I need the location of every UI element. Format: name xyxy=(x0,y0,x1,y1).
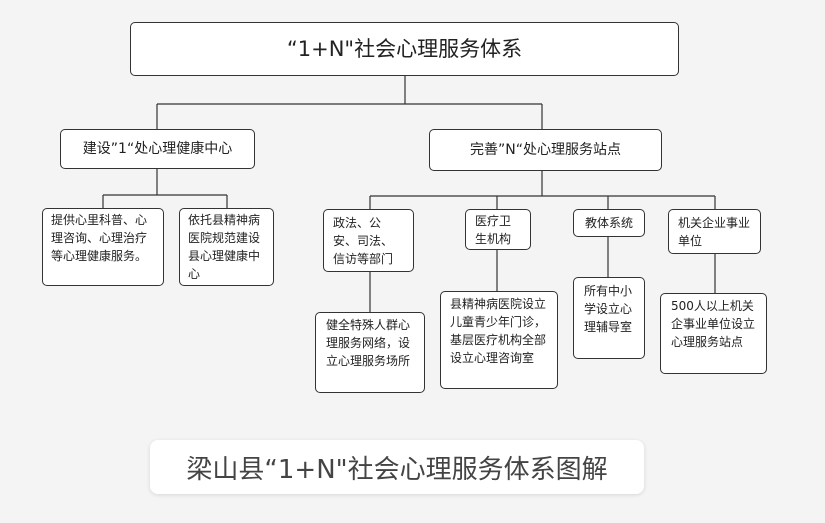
child-node-political-legal: 政法、公安、司法、信访等部门 xyxy=(323,209,414,272)
caption-text: 梁山县“1+N"社会心理服务体系图解 xyxy=(186,454,608,485)
detail-node-service-station: 500人以上机关企事业单位设立心理服务站点 xyxy=(660,293,767,374)
root-label: “1+N"社会心理服务体系 xyxy=(286,37,523,61)
child-label: 教体系统 xyxy=(584,216,633,230)
caption-card: 梁山县“1+N"社会心理服务体系图解 xyxy=(150,440,644,494)
child-label: 依托县精神病医院规范建设县心理健康中心 xyxy=(188,213,261,281)
branch-label: 完善”N“处心理服务站点 xyxy=(470,142,621,158)
child-label: 提供心里科普、心理咨询、心理治疗等心理健康服务。 xyxy=(51,213,148,263)
child-node-education: 教体系统 xyxy=(573,209,645,237)
child-label: 政法、公安、司法、信访等部门 xyxy=(333,216,394,266)
child-node-institutions: 机关企业事业单位 xyxy=(668,209,761,254)
branch-node-stations: 完善”N“处心理服务站点 xyxy=(429,129,662,171)
root-node: “1+N"社会心理服务体系 xyxy=(130,22,679,76)
branch-label: 建设”1“处心理健康中心 xyxy=(82,141,233,157)
detail-node-youth-clinic: 县精神病医院设立儿童青少年门诊，基层医疗机构全部设立心理咨询室 xyxy=(440,291,558,389)
child-node-hospital-center: 依托县精神病医院规范建设县心理健康中心 xyxy=(179,208,274,286)
detail-label: 500人以上机关企事业单位设立心理服务站点 xyxy=(671,299,756,349)
child-label: 机关企业事业单位 xyxy=(678,216,751,248)
detail-node-counseling-room: 所有中小学设立心理辅导室 xyxy=(573,277,645,359)
detail-label: 县精神病医院设立儿童青少年门诊，基层医疗机构全部设立心理咨询室 xyxy=(450,297,547,365)
child-node-medical: 医疗卫生机构 xyxy=(465,209,531,250)
detail-node-special-population: 健全特殊人群心理服务网络，设立心理服务场所 xyxy=(315,312,425,393)
detail-label: 所有中小学设立心理辅导室 xyxy=(584,284,633,334)
child-node-services: 提供心里科普、心理咨询、心理治疗等心理健康服务。 xyxy=(42,208,164,286)
branch-node-center: 建设”1“处心理健康中心 xyxy=(60,129,255,169)
child-label: 医疗卫生机构 xyxy=(475,214,512,246)
detail-label: 健全特殊人群心理服务网络，设立心理服务场所 xyxy=(326,318,411,368)
